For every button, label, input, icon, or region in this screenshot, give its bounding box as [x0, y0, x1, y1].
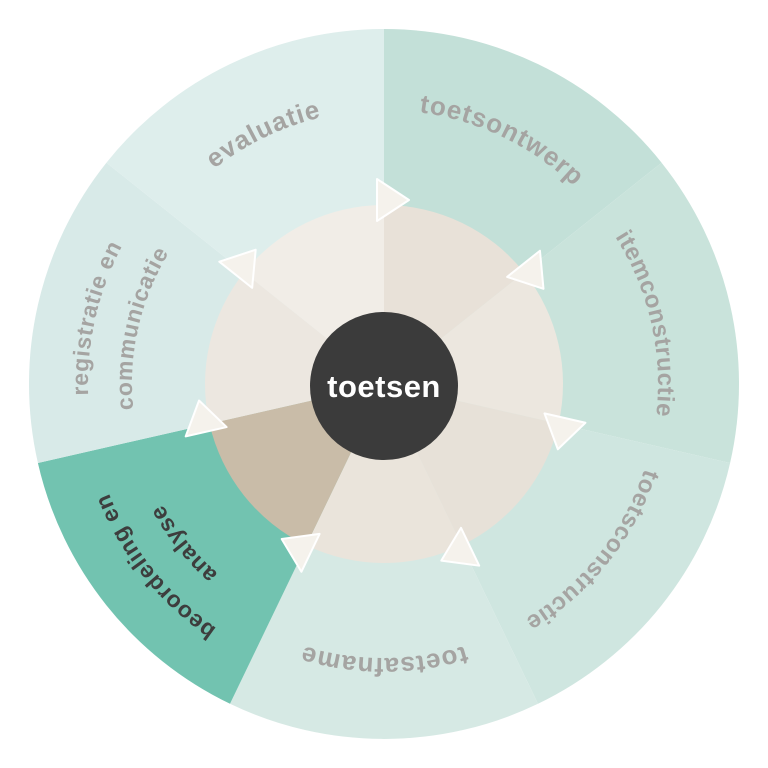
center-label: toetsen: [327, 369, 441, 404]
cycle-arrow-icon: [376, 178, 410, 222]
cycle-arrow-icon: [440, 526, 481, 567]
cycle-arrow-icon: [184, 399, 228, 438]
center-label-text: toetsen: [327, 369, 441, 404]
cycle-arrow-icon: [543, 412, 587, 451]
cycle-arrow-icon: [218, 248, 257, 289]
center-circle: [310, 312, 458, 460]
hub-wedge-toetsafname: [306, 384, 462, 564]
cycle-arrow-icon: [506, 249, 545, 290]
cycle-arrows: [184, 178, 587, 573]
cycle-arrow-icon: [280, 532, 321, 573]
